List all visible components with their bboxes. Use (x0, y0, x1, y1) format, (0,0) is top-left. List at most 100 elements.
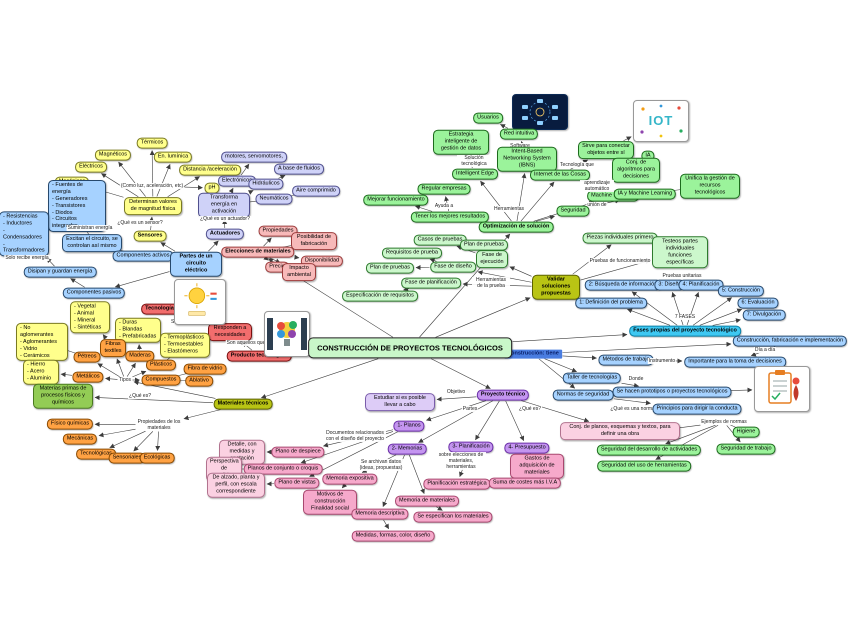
node-memoria-descriptiva[interactable]: Memoria descriptiva (351, 508, 409, 520)
iot-logo-image[interactable]: IOT (633, 100, 689, 142)
node-duras-box[interactable]: - Duras - Blandas - Prefabricadas (115, 317, 161, 343)
node-termicos[interactable]: Térmicos (136, 137, 168, 149)
node-no-aglo-box[interactable]: - No aglomerantes - Aglomerantes - Vidri… (16, 322, 68, 362)
node-conj-planos[interactable]: Conj. de planos, esquemas y textos, para… (560, 422, 680, 440)
node-responden[interactable]: Responden a necesidades (208, 323, 252, 341)
node-piezas[interactable]: Piezas individuales primero (582, 232, 658, 244)
node-center[interactable]: CONSTRUCCIÓN DE PROYECTOS TECNOLÓGICOS (308, 337, 512, 359)
node-disponibilidad[interactable]: Disponibilidad (300, 255, 344, 267)
node-taller[interactable]: Taller de tecnologías (562, 372, 622, 384)
node-ibns[interactable]: Intent-Based Networking System (IBNS) (497, 146, 557, 172)
node-medidas-formas[interactable]: Medidas, formas, color, diseño (351, 530, 435, 542)
node-usuarios[interactable]: Usuarios (473, 112, 503, 124)
node-fibras[interactable]: Fibras textiles (100, 339, 126, 357)
node-higiene[interactable]: Higiene (732, 426, 760, 438)
node-requisitos-prueba[interactable]: Requisitos de prueba (382, 247, 442, 259)
node-seg-uso[interactable]: Seguridad del uso de herramientas (597, 460, 691, 472)
node-maderas[interactable]: Maderas (125, 350, 155, 362)
node-fase2[interactable]: 2: Búsqueda de información (584, 279, 662, 291)
node-normas-seguridad[interactable]: Normas de seguridad (552, 389, 614, 401)
node-ecologicas[interactable]: Ecológicas (139, 452, 175, 464)
node-conj-algoritmos[interactable]: Conj. de algoritmos para decisiones (612, 157, 660, 183)
node-seguridad-n[interactable]: Seguridad (556, 205, 590, 217)
node-planos[interactable]: 1- Planos (393, 420, 425, 432)
node-sensores[interactable]: Sensores (133, 230, 167, 242)
node-estudiar[interactable]: Estudiar si es posible llevar a cabo (365, 393, 435, 411)
node-en-luminica[interactable]: En. lumínica (153, 151, 193, 163)
node-magneticos[interactable]: Magnéticos (94, 149, 132, 161)
node-ablativo[interactable]: Ablativo (185, 375, 213, 387)
node-memoria-materiales[interactable]: Memoria de materiales (395, 495, 459, 507)
node-casos-pruebas[interactable]: Casos de pruebas (413, 234, 467, 246)
node-memoria-expositiva[interactable]: Memoria expositiva (322, 473, 378, 485)
node-se-hacen[interactable]: Se hacen prototipos o proyectos tecnológ… (612, 386, 732, 398)
node-tener-mejores[interactable]: Tener los mejores resultados (410, 211, 490, 223)
node-planificacion-estrategica[interactable]: Planificación estratégica (423, 478, 491, 490)
node-fisico-quimicas[interactable]: Físico químicas (46, 418, 94, 430)
network-diagram-image[interactable] (512, 94, 568, 130)
node-sirve-conectar[interactable]: Sirve para conectar objetos entre sí (578, 141, 634, 159)
node-proyecto[interactable]: Proyecto técnico (476, 389, 530, 401)
node-fases-propias[interactable]: Fases propias del proyecto tecnológico (629, 325, 741, 337)
node-especificacion[interactable]: Especificación de requisitos (342, 290, 418, 302)
node-fase-ejecucion[interactable]: Fase de ejecución (476, 250, 508, 268)
node-actuadores[interactable]: Actuadores (205, 228, 245, 240)
node-aire-comprimido[interactable]: Aire comprimido (292, 185, 340, 197)
node-elecciones[interactable]: Elecciones de materiales (221, 246, 295, 258)
node-internet-cosas[interactable]: Internet de las Cosas (530, 169, 590, 181)
node-materias-primas[interactable]: Materias primas de procesos físicos y qu… (33, 383, 93, 409)
node-testeos[interactable]: Testeos partes individuales funciones es… (652, 236, 708, 268)
node-fase-planificacion[interactable]: Fase de planificación (401, 277, 461, 289)
node-partes-circuito[interactable]: Partes de un circuito eléctrico (170, 251, 222, 277)
node-plan-pruebas-l[interactable]: Plan de pruebas (365, 262, 415, 274)
node-de-alzado[interactable]: De alzado, planta y perfil, con escala c… (207, 472, 265, 498)
node-petreos[interactable]: Pétreos (73, 351, 101, 363)
node-plan-pruebas-r[interactable]: Plan de pruebas (459, 239, 509, 251)
node-vegetal-box[interactable]: - Vegetal - Animal - Mineral - Sintética… (70, 301, 110, 333)
bulb-collage-image[interactable] (264, 311, 310, 357)
node-estrategia[interactable]: Estrategia inteligente de gestión de dat… (433, 129, 489, 155)
node-suma[interactable]: Suma de costes más I.V.A (488, 477, 562, 489)
node-posibilidad[interactable]: Posibilidad de fabricación (291, 232, 337, 250)
node-fase6[interactable]: 6: Evaluación (737, 297, 779, 309)
node-mecanicas[interactable]: Mecánicas (62, 433, 98, 445)
clipboard-checklist-image[interactable] (754, 366, 810, 412)
node-distancia[interactable]: Distancia /aceleración (179, 164, 241, 176)
node-gastos[interactable]: Gastos de adquisición de materiales (510, 453, 564, 479)
node-motores[interactable]: motores, servomotores, (221, 151, 287, 163)
node-fuentes-box[interactable]: - Fuentes de energía - Generadores - Tra… (48, 179, 106, 233)
node-planos-conjunto[interactable]: Planos de conjunto o croquis (243, 463, 323, 475)
node-termo-box[interactable]: - Termoplásticos - Termoestables - Elast… (160, 332, 210, 358)
node-fase1[interactable]: 1: Definición del problema (575, 297, 647, 309)
node-optimizacion[interactable]: Optimización de solución (478, 221, 554, 233)
node-plano-vistas[interactable]: Plano de vistas (274, 477, 320, 489)
node-mejorar-func[interactable]: Mejorar funcionamiento (363, 194, 429, 206)
node-se-especifican[interactable]: Se especifican los materiales (413, 511, 493, 523)
node-comp-pasivos[interactable]: Componentes pasivos (62, 287, 126, 299)
node-construccion-fab[interactable]: Construcción, fabricación e implementaci… (732, 335, 848, 347)
node-importante-toma[interactable]: Importante para la toma de decisiones (684, 356, 786, 368)
node-intelligent-edge[interactable]: Intelligent Edge (452, 168, 498, 180)
node-electricos-s[interactable]: Eléctricos (75, 161, 107, 173)
node-motivos[interactable]: Motivos de construcción Finalidad social (303, 489, 357, 515)
node-regular-empresas[interactable]: Regular empresas (417, 183, 471, 195)
node-planificacion3[interactable]: 3- Planificación (448, 441, 494, 453)
node-construccion-dim[interactable]: Construcción: tiene (504, 349, 562, 359)
node-transforma[interactable]: Transforma energía en activación (198, 192, 250, 218)
node-presupuesto[interactable]: 4- Presupuesto (504, 442, 550, 454)
lightbulb-sketch-image[interactable] (174, 279, 226, 325)
node-excitan[interactable]: Excitan el circuito, se controlan así mi… (62, 234, 122, 252)
node-resistencias-box[interactable]: - Resistencias - Inductores - Condensado… (0, 211, 49, 257)
node-unifica[interactable]: Unifica la gestión de recursos tecnológi… (680, 173, 740, 199)
node-red-intuitiva[interactable]: Red intuitiva (499, 128, 539, 140)
node-hierro-box[interactable]: - Hierro - Acero - Aluminio (23, 359, 59, 385)
node-seg-trabajo[interactable]: Seguridad de trabajo (716, 443, 776, 455)
node-determinan[interactable]: Determinan valores de magnitud física (124, 197, 182, 215)
node-materiales-tecnicos[interactable]: Materiales técnicos (213, 398, 273, 410)
node-fase4[interactable]: 4: Planificación (678, 279, 724, 291)
node-seg-desarrollo[interactable]: Seguridad del desarrollo de actividades (596, 444, 702, 456)
node-memorias[interactable]: 2- Memorias (387, 443, 427, 455)
node-comp-activos[interactable]: Componentes activos (112, 250, 174, 262)
node-hidraulicos[interactable]: Hidráulicos (248, 178, 284, 190)
node-plano-despiece[interactable]: Plano de despiece (271, 446, 325, 458)
